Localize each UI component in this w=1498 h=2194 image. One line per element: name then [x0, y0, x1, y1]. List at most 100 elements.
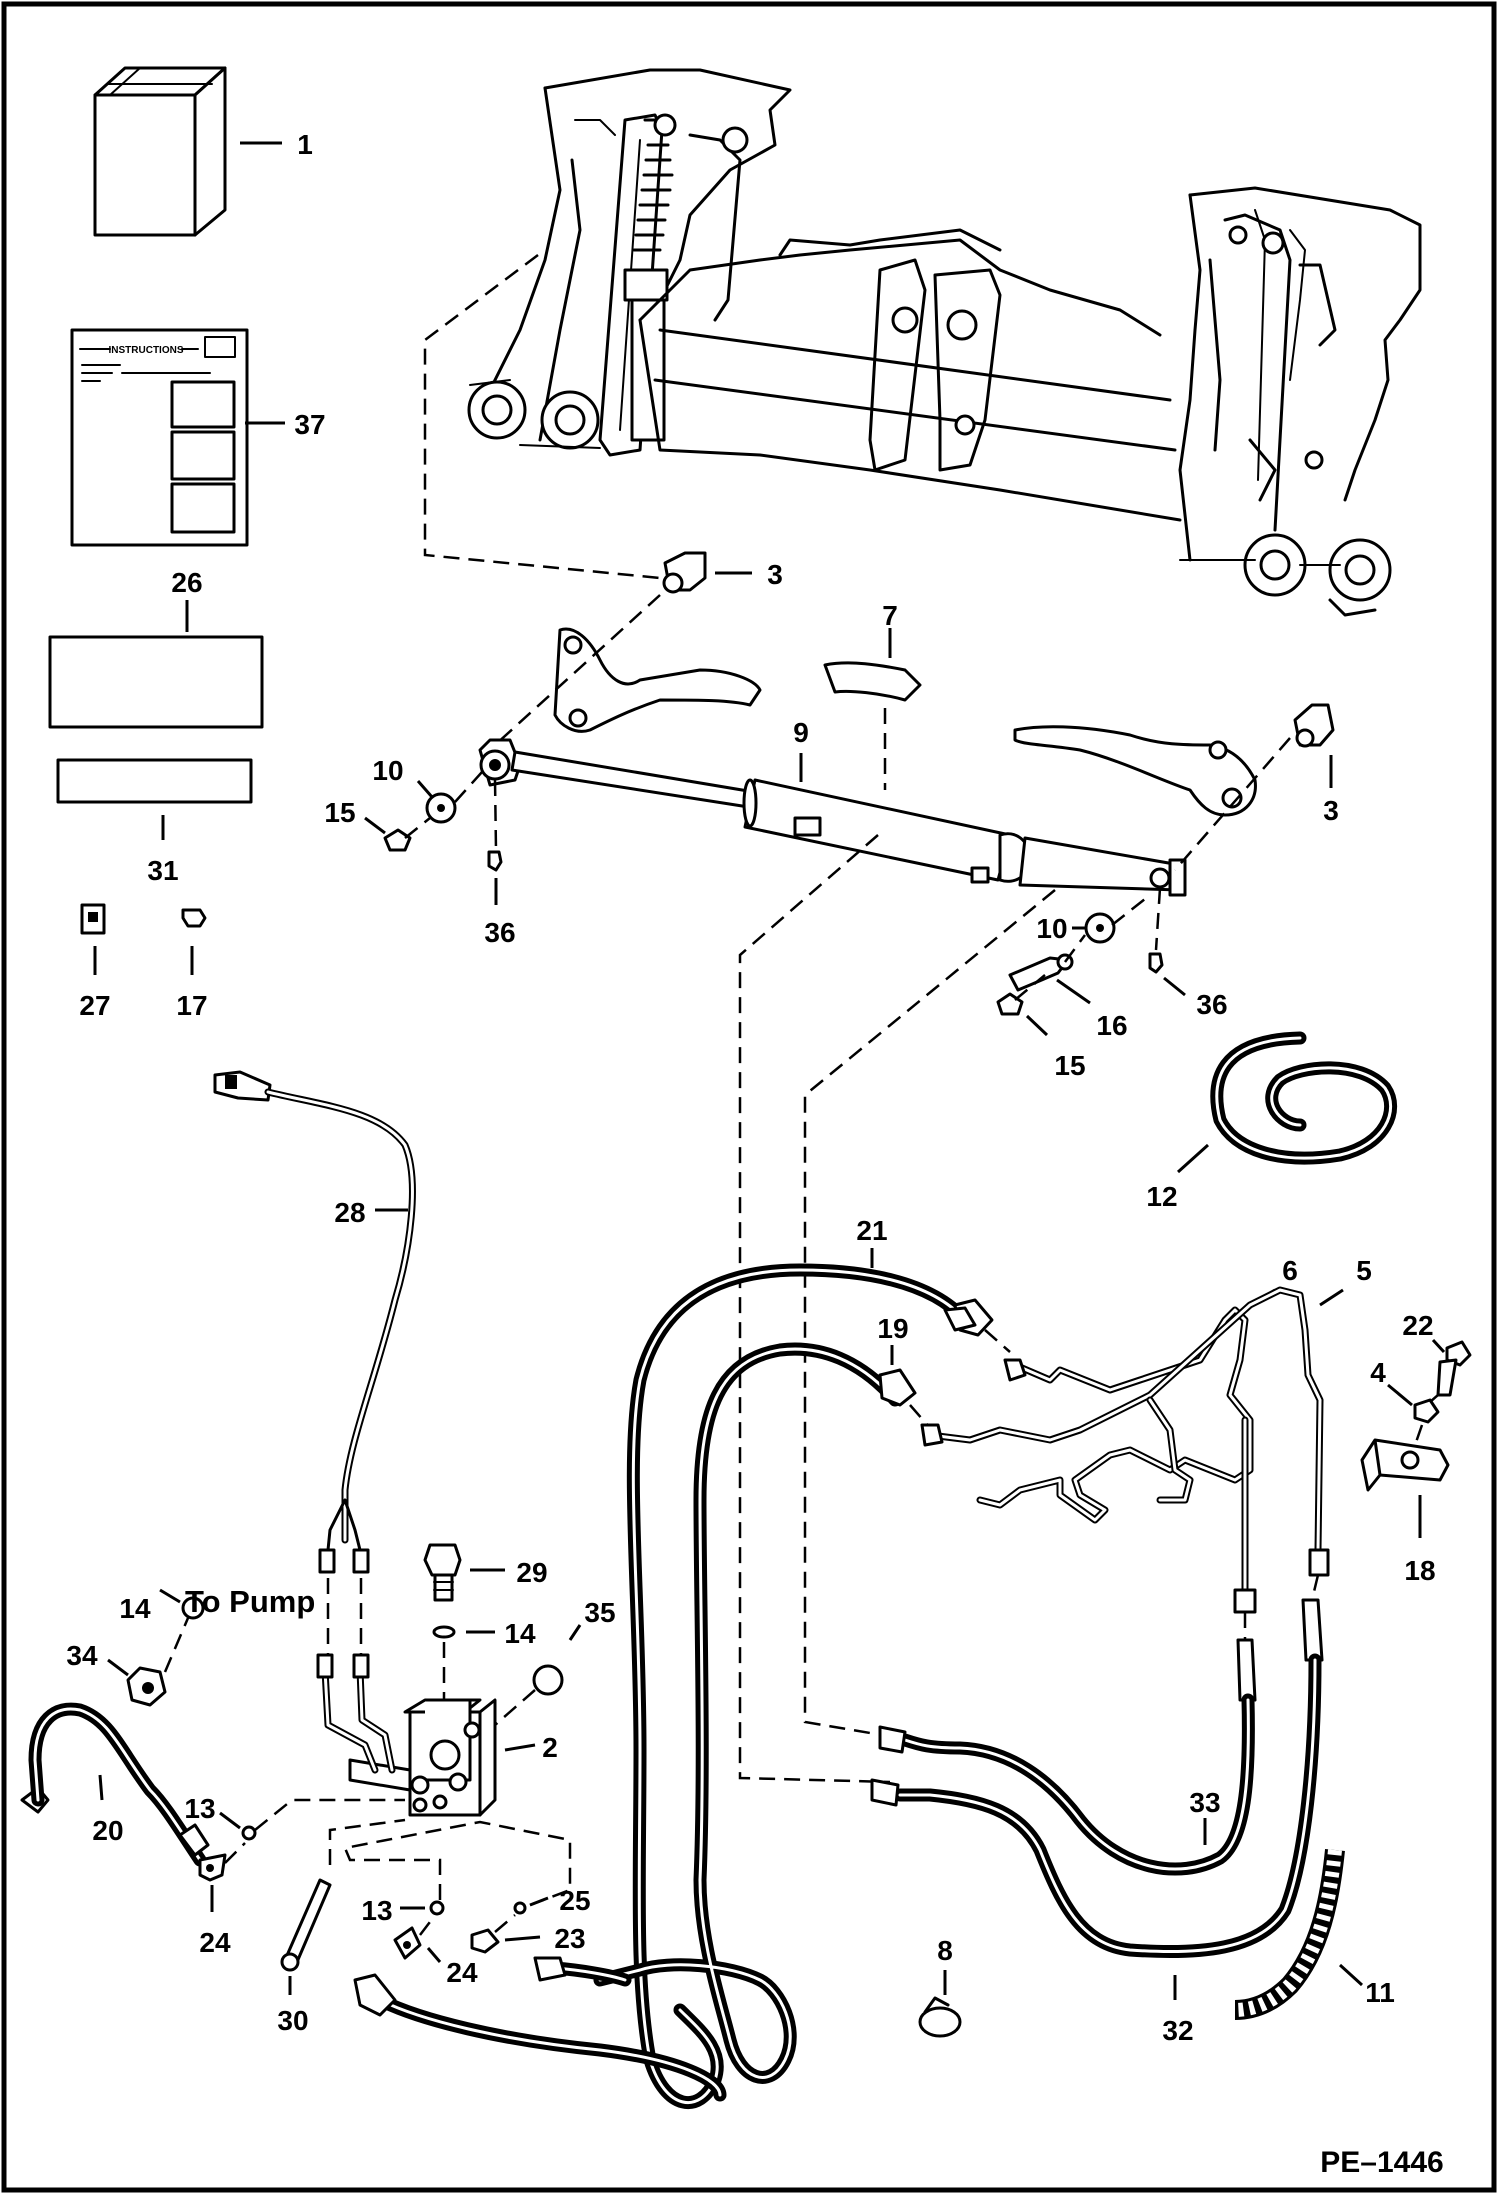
callout-c3b: 3 [1323, 795, 1339, 826]
callout-c4: 4 [1370, 1357, 1386, 1388]
callout-c19: 19 [877, 1313, 908, 1344]
callout-c10b: 10 [1036, 913, 1067, 944]
center-hitch-plates [868, 258, 1002, 472]
part-9-hydraulic-cylinder [478, 738, 1187, 897]
part-20-hose [20, 1702, 210, 1867]
spring-actuator [623, 118, 674, 442]
callout-c33: 33 [1189, 1787, 1220, 1818]
callout-c15a: 15 [324, 797, 355, 828]
callout-c21: 21 [856, 1215, 887, 1246]
callout-c30: 30 [277, 2005, 308, 2036]
part-13-oring-right [400, 1900, 445, 1916]
callout-c11: 11 [1365, 1977, 1395, 2008]
part-5-steel-tube [920, 1286, 1344, 1577]
part-7-shield [823, 628, 922, 702]
part-26-decal [48, 600, 264, 729]
callout-c24b: 24 [446, 1957, 478, 1988]
part-15-bolt-left [364, 816, 412, 852]
part-33-hose [878, 1612, 1257, 1876]
part-18-clip [1360, 1424, 1450, 1538]
callout-c26: 26 [171, 567, 202, 598]
callout-c29: 29 [516, 1557, 547, 1588]
annotation-to-pump: To Pump [185, 1584, 315, 1619]
part-12-hose-coil [1176, 1031, 1398, 1174]
callout-c32: 32 [1162, 2015, 1193, 2046]
callout-c6: 6 [1282, 1255, 1298, 1286]
loader-frame [467, 68, 1422, 617]
callout-c9: 9 [793, 717, 809, 748]
callout-c7: 7 [882, 600, 898, 631]
callout-c14b: 14 [119, 1593, 151, 1624]
callout-c27: 27 [79, 990, 110, 1021]
callout-c13a: 13 [184, 1793, 215, 1824]
callout-c8: 8 [937, 1935, 953, 1966]
callout-c3a: 3 [767, 559, 783, 590]
right-link-arm [1013, 725, 1257, 817]
part-10-washer-right [1072, 912, 1116, 944]
part-22-bolt [1431, 1338, 1472, 1397]
part-11-spiral-wrap [1234, 1849, 1364, 2020]
part-28-wiring-harness [213, 1070, 416, 1660]
part-10-washer-left [416, 780, 457, 824]
part-3-pin-right [1293, 703, 1335, 788]
part-31-decal [56, 758, 253, 840]
hose-pump-line [353, 1956, 727, 2102]
drawing-number: PE–1446 [1320, 2146, 1443, 2179]
part-6-steel-tube [976, 1288, 1276, 1614]
callout-c24a: 24 [199, 1927, 231, 1958]
part-24-elbow-right [343, 1820, 572, 1963]
part-27-switch [80, 903, 106, 975]
callout-c5: 5 [1356, 1255, 1372, 1286]
part-25-oring [513, 1896, 549, 1915]
part-32-hose [870, 1574, 1324, 2000]
part-29-fitting [423, 1543, 505, 1602]
callout-c36b: 36 [1196, 989, 1227, 1020]
callout-c31: 31 [147, 855, 178, 886]
part-24-elbow-left [198, 1798, 405, 1912]
part-21-hose [626, 1248, 1011, 2110]
part-4-washer [1387, 1383, 1440, 1424]
part-17-plug [181, 908, 207, 975]
part-35-oring [494, 1624, 582, 1726]
callout-c13b: 13 [361, 1895, 392, 1926]
part-19-hose [593, 1342, 931, 2084]
part-2-valve-block [316, 1653, 536, 1817]
assembly-dashed-lines-upper [404, 254, 1291, 1784]
part-16-bracket [1008, 953, 1091, 1005]
part-8-clamp [918, 1970, 962, 2038]
callout-c16: 16 [1096, 1010, 1127, 1041]
callout-c20: 20 [92, 1815, 123, 1846]
part-37-instruction-sheet: INSTRUCTIONS [70, 328, 285, 547]
part-1-kit-box [93, 66, 282, 237]
callout-c15b: 15 [1054, 1050, 1085, 1081]
part-14-oring-pump [159, 1588, 205, 1620]
instructions-heading: INSTRUCTIONS [109, 345, 184, 356]
part-13-oring-left [219, 1811, 257, 1841]
part-34-adapter [107, 1617, 190, 1707]
callout-c35: 35 [584, 1597, 615, 1628]
callout-c36a: 36 [484, 917, 515, 948]
callout-c34: 34 [66, 1640, 98, 1671]
part-36-fitting-left [487, 850, 503, 905]
callout-c28: 28 [334, 1197, 365, 1228]
part-36-fitting-right [1148, 952, 1186, 997]
callout-c2: 2 [542, 1732, 558, 1763]
part-15-bolt-right [996, 992, 1049, 1037]
callout-c18: 18 [1404, 1555, 1435, 1586]
left-link-arm [553, 627, 762, 733]
part-30-bolt [280, 1818, 406, 1995]
callout-c12: 12 [1146, 1181, 1177, 1212]
callout-c14a: 14 [504, 1618, 536, 1649]
part-14-oring-top [432, 1625, 495, 1700]
callout-c22: 22 [1402, 1310, 1433, 1341]
callout-c1: 1 [297, 129, 313, 160]
callout-c10a: 10 [372, 755, 403, 786]
part-3-pin-left [662, 551, 752, 594]
callout-c25: 25 [559, 1885, 590, 1916]
callout-c23: 23 [554, 1923, 585, 1954]
callout-c37: 37 [294, 409, 325, 440]
callout-c17: 17 [176, 990, 207, 1021]
